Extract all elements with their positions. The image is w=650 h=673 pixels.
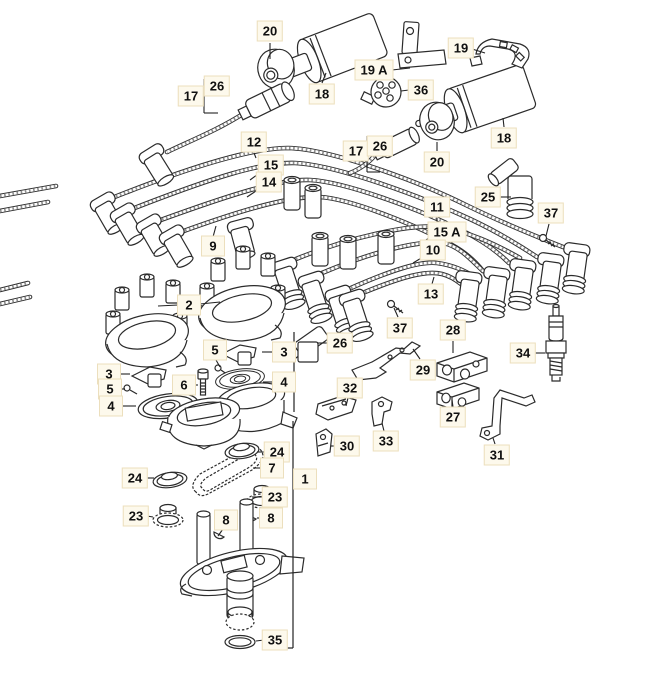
cable-holder-lower-drawing bbox=[436, 382, 480, 410]
part-label-32[interactable]: 32 bbox=[336, 377, 364, 399]
part-label-26[interactable]: 26 bbox=[203, 75, 231, 97]
part-label-20[interactable]: 20 bbox=[256, 20, 284, 42]
part-label-3[interactable]: 3 bbox=[272, 341, 296, 363]
screw-middle-drawing bbox=[386, 299, 404, 314]
part-label-2[interactable]: 2 bbox=[177, 294, 201, 316]
part-label-27[interactable]: 27 bbox=[439, 406, 467, 428]
part-label-23[interactable]: 23 bbox=[261, 486, 289, 508]
part-label-5[interactable]: 5 bbox=[203, 339, 227, 361]
part-label-19[interactable]: 19 bbox=[447, 37, 475, 59]
part-label-24[interactable]: 24 bbox=[121, 467, 149, 489]
part-label-17[interactable]: 17 bbox=[177, 85, 205, 107]
coil-grommet-right-drawing bbox=[419, 101, 455, 141]
part-label-17[interactable]: 17 bbox=[342, 140, 370, 162]
bolt-drawing bbox=[197, 368, 209, 396]
leader-line bbox=[412, 348, 421, 360]
part-label-33[interactable]: 33 bbox=[372, 430, 400, 452]
part-label-13[interactable]: 13 bbox=[417, 283, 445, 305]
leader-line bbox=[345, 397, 349, 407]
part-label-8[interactable]: 8 bbox=[259, 507, 283, 529]
distributor-cap-right-drawing bbox=[198, 245, 286, 342]
part-label-26[interactable]: 26 bbox=[366, 135, 394, 157]
part-label-23[interactable]: 23 bbox=[122, 505, 150, 527]
drive-shaft-drawing bbox=[225, 570, 255, 631]
part-label-9[interactable]: 9 bbox=[201, 235, 225, 257]
bracket-33-drawing bbox=[371, 396, 393, 427]
cable-holder-upper-drawing bbox=[436, 351, 488, 383]
part-label-15A[interactable]: 15 A bbox=[427, 221, 467, 243]
leader-line bbox=[199, 301, 221, 305]
part-label-11[interactable]: 11 bbox=[424, 196, 450, 218]
part-label-37[interactable]: 37 bbox=[537, 202, 565, 224]
rotor-screw-left-drawing bbox=[123, 384, 138, 395]
coil-grommet-top-drawing bbox=[257, 48, 295, 90]
part-label-31[interactable]: 31 bbox=[483, 444, 511, 466]
part-label-37[interactable]: 37 bbox=[386, 317, 414, 339]
bracket-31-drawing bbox=[479, 389, 536, 441]
leader-line bbox=[321, 72, 327, 84]
part-label-29[interactable]: 29 bbox=[409, 359, 437, 381]
part-label-36[interactable]: 36 bbox=[407, 79, 435, 101]
leader-line bbox=[545, 223, 550, 237]
leader-line bbox=[391, 67, 411, 71]
rotor-arm-left-drawing bbox=[130, 366, 167, 388]
part-label-7[interactable]: 7 bbox=[260, 457, 284, 479]
o-ring-drawing bbox=[224, 634, 256, 650]
leader-line bbox=[393, 307, 399, 318]
part-label-12[interactable]: 12 bbox=[240, 131, 268, 153]
screw-right-drawing bbox=[538, 233, 556, 248]
round-connector-plug-drawing bbox=[360, 76, 402, 108]
distributor-cap-left-drawing bbox=[105, 273, 189, 368]
part-label-30[interactable]: 30 bbox=[333, 435, 361, 457]
leader-line bbox=[502, 117, 505, 128]
bracket-29-drawing bbox=[351, 341, 422, 381]
coil-bracket-drawing bbox=[397, 21, 447, 69]
leader-line bbox=[492, 437, 496, 445]
part-label-18[interactable]: 18 bbox=[490, 127, 518, 149]
drive-chain-drawing bbox=[192, 446, 264, 497]
leader-line bbox=[215, 359, 221, 368]
part-label-10[interactable]: 10 bbox=[419, 239, 447, 261]
part-label-14[interactable]: 14 bbox=[255, 171, 283, 193]
part-label-18[interactable]: 18 bbox=[308, 83, 336, 105]
leader-line bbox=[400, 89, 410, 92]
leader-line bbox=[253, 152, 257, 159]
coil-wire-connector-top-drawing bbox=[237, 81, 295, 121]
part-label-26[interactable]: 26 bbox=[326, 332, 354, 354]
part-label-4[interactable]: 4 bbox=[99, 395, 123, 417]
coil-strap-clamp-drawing bbox=[469, 38, 530, 69]
part-label-34[interactable]: 34 bbox=[509, 342, 537, 364]
part-label-4[interactable]: 4 bbox=[272, 371, 296, 393]
part-label-25[interactable]: 25 bbox=[474, 186, 502, 208]
part-label-6[interactable]: 6 bbox=[172, 374, 196, 396]
rotor-arm-right-drawing bbox=[220, 344, 257, 366]
leader-line bbox=[431, 276, 435, 285]
part-label-15[interactable]: 15 bbox=[257, 154, 285, 176]
part-label-19A[interactable]: 19 A bbox=[354, 59, 394, 81]
part-label-1[interactable]: 1 bbox=[293, 468, 317, 490]
coil-boot-connector-drawing bbox=[487, 158, 534, 220]
leader-line bbox=[381, 422, 385, 432]
distributor-housing-drawing bbox=[159, 382, 298, 450]
part-label-20[interactable]: 20 bbox=[423, 151, 451, 173]
bracket-30-drawing bbox=[315, 428, 333, 457]
part-label-8[interactable]: 8 bbox=[214, 509, 238, 531]
leader-line bbox=[157, 304, 179, 307]
part-label-35[interactable]: 35 bbox=[261, 629, 289, 651]
part-label-28[interactable]: 28 bbox=[439, 319, 467, 341]
spark-plug-drawing bbox=[545, 303, 567, 382]
leader-line bbox=[212, 225, 217, 238]
leader-line bbox=[451, 399, 454, 408]
